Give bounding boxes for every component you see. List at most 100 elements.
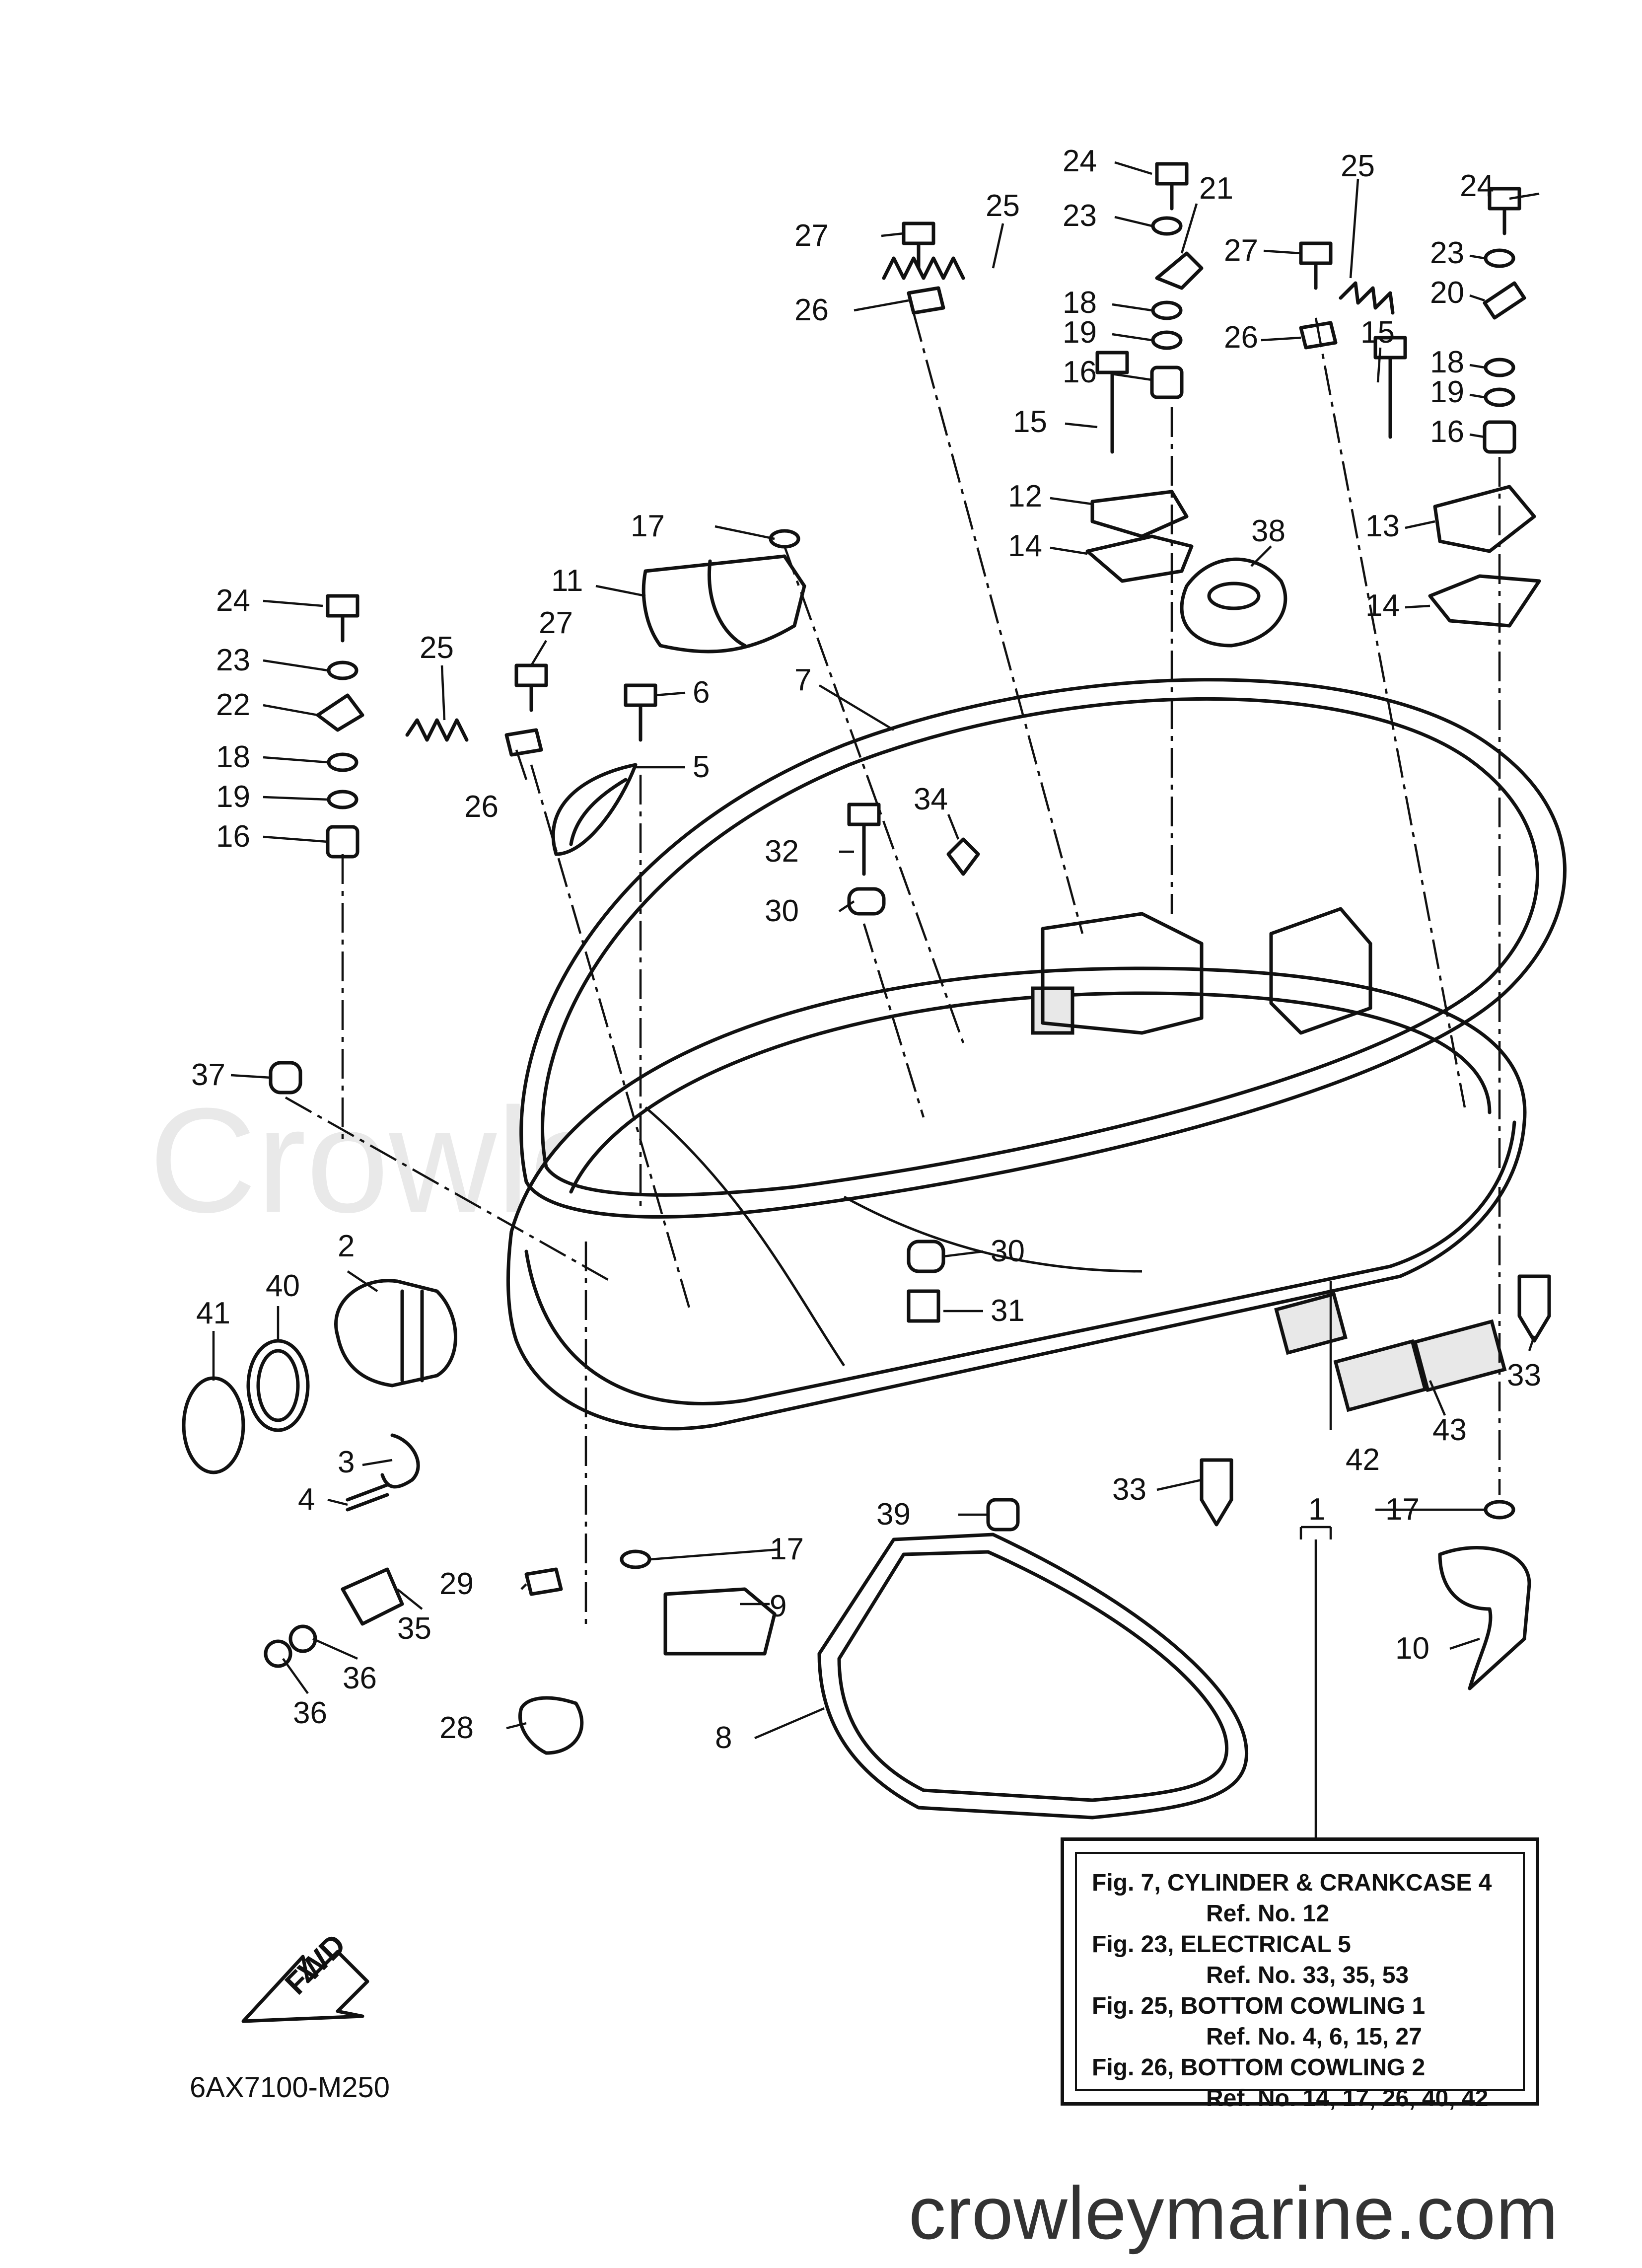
callout-15: 15	[1360, 315, 1395, 350]
spring-25c	[405, 718, 469, 742]
callout-31: 31	[991, 1294, 1025, 1328]
callout-19: 19	[1430, 375, 1464, 409]
callout-33: 33	[1507, 1358, 1541, 1392]
callout-19: 19	[1063, 315, 1097, 350]
callout-18: 18	[216, 740, 250, 774]
callout-27: 27	[539, 606, 573, 640]
gasket-14a	[1085, 534, 1194, 583]
callout-30: 30	[765, 894, 799, 928]
callout-25: 25	[986, 189, 1020, 223]
callout-2: 2	[338, 1229, 355, 1263]
callout-22: 22	[216, 688, 250, 722]
spring-25a	[882, 256, 965, 280]
diagram-code: 6AX7100-M250	[190, 2071, 390, 2104]
note-refs: Ref. No. 14, 17, 26, 40, 42	[1206, 2085, 1489, 2112]
callout-18: 18	[1063, 286, 1097, 320]
note-refs: Ref. No. 4, 6, 15, 27	[1206, 2024, 1422, 2050]
callout-8: 8	[715, 1721, 732, 1755]
callout-1: 1	[1308, 1492, 1325, 1527]
callout-16: 16	[1430, 415, 1464, 449]
callout-17: 17	[1385, 1492, 1420, 1527]
callout-12: 12	[1008, 479, 1042, 513]
callout-23: 23	[1430, 236, 1464, 270]
callout-26: 26	[1224, 320, 1258, 355]
callout-10: 10	[1395, 1631, 1429, 1666]
callout-9: 9	[770, 1589, 786, 1623]
site-url[interactable]: crowleymarine.com	[909, 2171, 1559, 2255]
callout-17: 17	[631, 509, 665, 543]
spring-25b	[1339, 281, 1395, 315]
callout-36: 36	[293, 1696, 327, 1730]
callout-14: 14	[1008, 529, 1042, 563]
callout-43: 43	[1432, 1413, 1467, 1447]
callout-29: 29	[439, 1567, 474, 1601]
gasket-14b	[1428, 574, 1541, 628]
callout-19: 19	[216, 780, 250, 814]
callout-13: 13	[1365, 509, 1400, 543]
washers	[326, 216, 1516, 1569]
bottom-gasket-8	[817, 1533, 1249, 1820]
callout-32: 32	[765, 834, 799, 869]
callout-4: 4	[298, 1482, 315, 1517]
callout-17: 17	[770, 1532, 804, 1566]
clip-26a	[907, 286, 945, 315]
callout-42: 42	[1346, 1443, 1380, 1477]
lever-21	[1155, 251, 1204, 290]
callout-24: 24	[216, 584, 250, 618]
note-refs: Ref. No. 12	[1206, 1901, 1330, 1927]
callout-40: 40	[266, 1269, 300, 1303]
callout-3: 3	[338, 1445, 355, 1479]
callout-6: 6	[693, 675, 710, 710]
callout-24: 24	[1460, 169, 1494, 203]
callout-14: 14	[1365, 588, 1400, 623]
callout-23: 23	[1063, 199, 1097, 233]
callout-20: 20	[1430, 276, 1464, 310]
plate-13	[1433, 485, 1536, 553]
rubber-seal-7	[519, 678, 1567, 1219]
callout-37: 37	[191, 1058, 225, 1092]
callout-27: 27	[794, 219, 829, 253]
callout-16: 16	[216, 819, 250, 854]
callout-41: 41	[196, 1296, 230, 1330]
grommet-38	[1180, 557, 1287, 648]
callout-34: 34	[914, 782, 948, 816]
callouts: 24 21 23 25 27 26 18 19 16 15 12 14 25 2…	[191, 144, 1541, 1755]
callout-25: 25	[1341, 149, 1375, 183]
callout-7: 7	[794, 663, 811, 697]
callout-15: 15	[1013, 405, 1047, 439]
callout-33: 33	[1112, 1472, 1146, 1507]
hose-parts	[182, 1279, 1531, 1755]
note-refs: Ref. No. 33, 35, 53	[1206, 1962, 1409, 1988]
clip-26b	[1299, 321, 1338, 350]
callout-38: 38	[1251, 514, 1285, 548]
plate-12	[1090, 490, 1189, 538]
cover-11	[642, 554, 806, 654]
callout-28: 28	[439, 1711, 474, 1745]
callout-30: 30	[991, 1234, 1025, 1268]
callout-11: 11	[551, 564, 583, 598]
bracket-5	[551, 763, 638, 856]
callout-21: 21	[1199, 171, 1233, 206]
callout-35: 35	[397, 1611, 431, 1646]
note-figure: Fig. 26, BOTTOM COWLING 2	[1092, 2054, 1426, 2081]
clip-26c	[504, 728, 543, 757]
leader-lines	[212, 161, 1540, 1837]
callout-5: 5	[693, 750, 710, 784]
note-figure: Fig. 23, ELECTRICAL 5	[1092, 1931, 1351, 1958]
callout-39: 39	[876, 1497, 911, 1532]
note-figure: Fig. 7, CYLINDER & CRANKCASE 4	[1092, 1870, 1492, 1896]
callout-27: 27	[1224, 233, 1258, 268]
callout-25: 25	[420, 631, 454, 665]
callout-36: 36	[343, 1661, 377, 1695]
fwd-arrow: FWD	[241, 1927, 369, 2023]
callout-26: 26	[794, 293, 829, 327]
bolts	[326, 162, 1521, 876]
callout-16: 16	[1063, 355, 1097, 389]
note-figure: Fig. 25, BOTTOM COWLING 1	[1092, 1993, 1426, 2019]
reference-note-inner: Fig. 7, CYLINDER & CRANKCASE 4 Ref. No. …	[1075, 1852, 1525, 2112]
callout-24: 24	[1063, 144, 1097, 178]
lever-22	[316, 693, 364, 732]
reference-note-box: Fig. 7, CYLINDER & CRANKCASE 4 Ref. No. …	[1061, 1837, 1539, 2112]
center-lines	[285, 312, 1501, 1629]
